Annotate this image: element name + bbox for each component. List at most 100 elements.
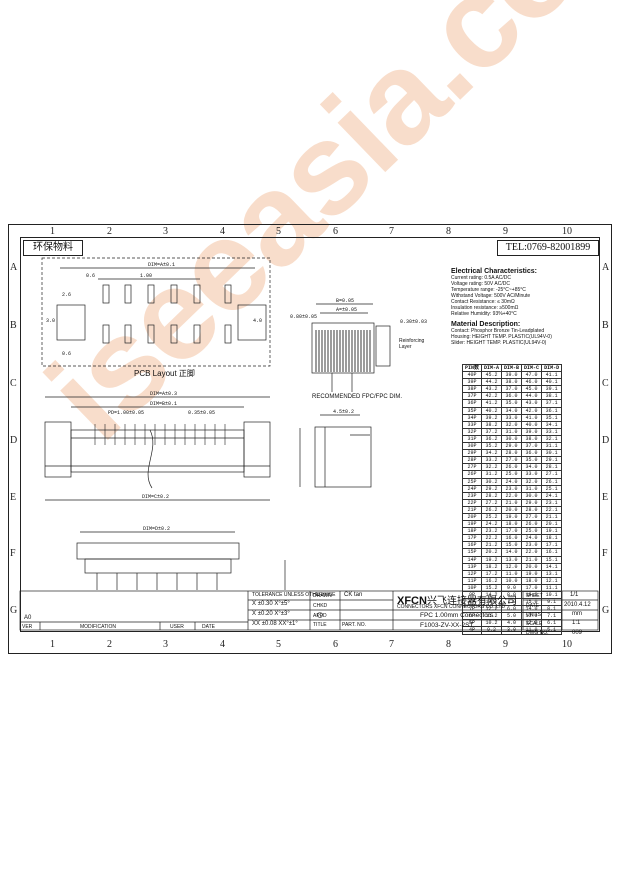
table-cell: 34.1 xyxy=(541,420,563,429)
table-cell: 42.0 xyxy=(521,406,543,415)
units-label: UNITS xyxy=(526,612,541,618)
tol-row: XX ±0.08 XX°±1° xyxy=(252,621,308,628)
table-cell: 36.1 xyxy=(541,406,563,415)
table-cell: 10.1 xyxy=(541,590,563,600)
table-cell: 20.2 xyxy=(481,548,503,557)
table-cell: 39.2 xyxy=(481,413,503,422)
grid-col-label: 4 xyxy=(220,226,225,237)
revision: A0 xyxy=(24,615,32,621)
table-cell: 23.2 xyxy=(481,527,503,536)
table-cell: 29P xyxy=(461,449,483,458)
table-cell: 28.0 xyxy=(501,449,523,458)
table-cell: 26.0 xyxy=(501,463,523,472)
table-cell: 36.0 xyxy=(521,449,543,458)
table-cell: 9P xyxy=(461,590,483,600)
table-cell: 13P xyxy=(461,562,483,571)
table-cell: 40.0 xyxy=(521,420,543,429)
dim-table-header-cell: DIM-B xyxy=(501,363,523,373)
char-line: Relative Humidity: 93%+40°C xyxy=(451,311,517,317)
table-cell: 15.2 xyxy=(481,583,503,593)
tol-val: ±1° xyxy=(288,621,298,627)
table-cell: 30P xyxy=(461,442,483,451)
grid-row-label: C xyxy=(10,378,17,389)
table-cell: 22.2 xyxy=(481,534,503,543)
table-cell: 27.2 xyxy=(481,498,503,507)
grid-col-label: 9 xyxy=(503,226,508,237)
table-cell: 24.1 xyxy=(541,491,563,500)
dim-table-header-cell: DIM-C xyxy=(521,363,543,373)
dim-fpc-d: 0.30±0.03 xyxy=(400,319,428,325)
table-cell: 21.2 xyxy=(481,541,503,550)
grid-col-label: 2 xyxy=(107,226,112,237)
grid-row-label: A xyxy=(10,262,18,273)
table-cell: 28.2 xyxy=(481,491,503,500)
material-line: Housing: HEIGHT TEMP. PLASTIC(UL94V-0) xyxy=(451,334,552,340)
table-cell: 6P xyxy=(461,612,483,621)
table-cell: 41.0 xyxy=(521,413,543,422)
table-cell: 24P xyxy=(461,484,483,493)
table-cell: 23.1 xyxy=(541,498,563,507)
ver-label: VER xyxy=(22,624,33,630)
table-cell: 39.0 xyxy=(521,427,543,436)
reinforcing-layer-label: Reinforcing Layer xyxy=(399,338,425,350)
table-cell: 43.0 xyxy=(521,399,543,408)
date-label: DATE xyxy=(202,624,215,630)
sheet-value: 1/1 xyxy=(570,592,579,598)
table-cell: 21P xyxy=(461,505,483,514)
appd-label: APPD xyxy=(313,613,327,619)
tol-key: X xyxy=(252,601,257,607)
drawing-border xyxy=(8,224,612,654)
part-label: PART. NO. xyxy=(342,622,366,628)
table-cell: 10P xyxy=(461,583,483,593)
dim-front-c: DIM=C±0.2 xyxy=(142,494,170,500)
table-cell: 14.0 xyxy=(501,548,523,557)
grid-row-label: G xyxy=(10,605,18,616)
char-line: Contact Resistance: ≤ 30mΩ xyxy=(451,299,515,305)
grid-row-label: F xyxy=(10,548,16,559)
table-cell: 33.0 xyxy=(501,413,523,422)
date-label-2: DATE xyxy=(526,603,539,609)
dwg-value: 009 xyxy=(572,630,583,636)
table-cell: 27.1 xyxy=(541,470,563,479)
table-cell: 32.0 xyxy=(501,420,523,429)
dim-table-header-cell: DIM-D xyxy=(541,363,563,373)
grid-col-label: 4 xyxy=(220,639,225,650)
title-label: TITLE xyxy=(313,622,327,628)
table-cell: 30.0 xyxy=(521,491,543,500)
table-cell: 3.0 xyxy=(501,626,523,635)
table-cell: 39.1 xyxy=(541,385,563,394)
scale-label: SCALE xyxy=(526,621,543,627)
table-cell: 30.2 xyxy=(481,477,503,486)
table-cell: 44.0 xyxy=(521,392,543,401)
table-cell: 25.1 xyxy=(541,484,563,493)
table-cell: 20.0 xyxy=(501,505,523,514)
table-cell: 18P xyxy=(461,527,483,536)
table-cell: 38P xyxy=(461,385,483,394)
table-cell: 31P xyxy=(461,434,483,444)
table-cell: 43.2 xyxy=(481,385,503,394)
grid-col-label: 8 xyxy=(446,639,451,650)
table-cell: 35P xyxy=(461,406,483,415)
table-cell: 18.1 xyxy=(541,534,563,543)
part-number: F1003-ZV-XX-2ST xyxy=(420,622,474,629)
table-cell: 17P xyxy=(461,534,483,543)
table-cell: 38.0 xyxy=(501,378,523,387)
grid-row-label: E xyxy=(10,492,17,503)
table-cell: 29.0 xyxy=(501,442,523,451)
table-cell: 17.0 xyxy=(521,583,543,593)
dim-table-header-cell: DIM-A xyxy=(481,363,503,373)
table-cell: 15.1 xyxy=(541,555,563,564)
table-cell: 23.0 xyxy=(501,484,523,493)
char-line: Current rating: 0.5A AC/DC xyxy=(451,275,512,281)
